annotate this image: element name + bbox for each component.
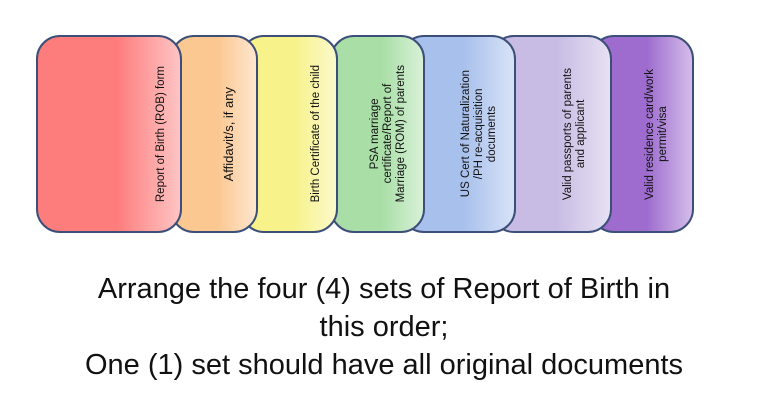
card-report-of-birth: Report of Birth (ROB) form (36, 35, 182, 233)
card-affidavits: Affidavit/s, if any (170, 35, 258, 233)
card-label-container: US Cert of Naturalization /PH re-acquisi… (448, 45, 510, 223)
card-report-of-birth-label: Report of Birth (ROB) form (154, 65, 167, 203)
card-marriage-certificate-label: PSA marriage certificate/Report of Marri… (368, 65, 407, 203)
caption-line-2: this order; (319, 311, 449, 343)
card-naturalization-label: US Cert of Naturalization /PH re-acquisi… (459, 70, 498, 198)
card-label-container: Valid residence card/work permit/visa (626, 45, 688, 223)
card-label-container: Affidavit/s, if any (204, 45, 252, 223)
instruction-caption: Arrange the four (4) sets of Report of B… (0, 270, 768, 384)
card-label-container: Birth Certificate of the child (296, 45, 336, 223)
card-label-container: Report of Birth (ROB) form (146, 45, 176, 223)
card-marriage-certificate: PSA marriage certificate/Report of Marri… (330, 35, 425, 233)
document-order-diagram: Valid residence card/work permit/visa Va… (36, 35, 694, 233)
card-birth-certificate-label: Birth Certificate of the child (309, 65, 322, 203)
caption-line-3: One (1) set should have all original doc… (84, 349, 684, 381)
card-label-container: PSA marriage certificate/Report of Marri… (357, 45, 419, 223)
card-label-container: Valid passports of parents and applicant (544, 45, 606, 223)
card-residence-card-label: Valid residence card/work permit/visa (644, 68, 669, 200)
caption-line-1: Arrange the four (4) sets of Report of B… (97, 273, 671, 305)
card-passports-label: Valid passports of parents and applicant (562, 67, 587, 201)
card-affidavits-label: Affidavit/s, if any (220, 86, 236, 182)
